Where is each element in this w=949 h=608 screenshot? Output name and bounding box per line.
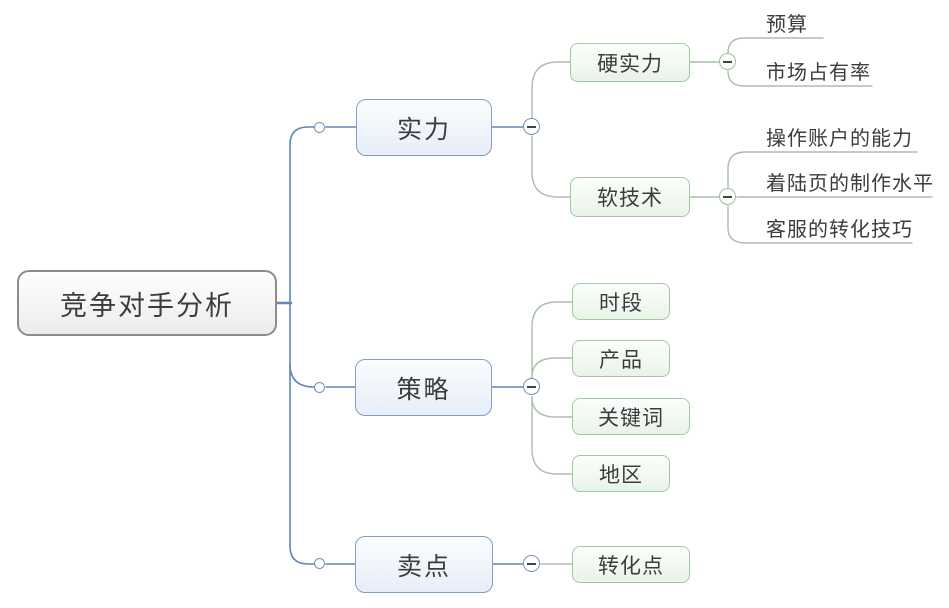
collapse-minus-icon-selling-point[interactable] <box>523 555 540 572</box>
topic-strength-label: 实力 <box>396 115 451 144</box>
topic-budget[interactable]: 预算 <box>766 13 808 37</box>
topic-time-slot[interactable]: 时段 <box>572 283 670 320</box>
topic-root-label: 竞争对手分析 <box>60 290 234 321</box>
topic-strategy-label: 策略 <box>396 375 451 404</box>
minus-icon <box>527 562 536 565</box>
topic-product[interactable]: 产品 <box>572 340 670 377</box>
minus-icon <box>723 195 732 198</box>
topic-soft-skill-label: 软技术 <box>597 187 663 210</box>
topic-account-ability-label: 操作账户的能力 <box>766 128 913 150</box>
topic-soft-skill[interactable]: 软技术 <box>570 177 690 217</box>
topic-strength[interactable]: 实力 <box>356 99 492 156</box>
topic-selling-point[interactable]: 卖点 <box>355 536 493 593</box>
topic-product-label: 产品 <box>599 348 643 372</box>
collapse-minus-icon-hard-strength[interactable] <box>719 53 736 70</box>
topic-market-share[interactable]: 市场占有率 <box>766 61 871 85</box>
topic-selling-point-label: 卖点 <box>396 552 451 581</box>
branch-joint-dot <box>314 558 325 569</box>
topic-hard-strength[interactable]: 硬实力 <box>570 43 690 82</box>
topic-region-label: 地区 <box>599 463 643 487</box>
minus-icon <box>527 385 536 388</box>
topic-keyword-label: 关键词 <box>598 406 664 430</box>
topic-account-ability[interactable]: 操作账户的能力 <box>766 127 913 151</box>
topic-market-share-label: 市场占有率 <box>766 62 871 84</box>
collapse-minus-icon-strategy[interactable] <box>523 378 540 395</box>
collapse-minus-icon-strength[interactable] <box>523 118 540 135</box>
topic-landing-page-label: 着陆页的制作水平 <box>766 173 934 195</box>
topic-time-slot-label: 时段 <box>599 291 643 315</box>
topic-conversion-point[interactable]: 转化点 <box>572 546 690 583</box>
topic-root[interactable]: 竞争对手分析 <box>17 270 277 336</box>
branch-joint-dot <box>314 382 325 393</box>
topic-service-conversion[interactable]: 客服的转化技巧 <box>766 218 913 242</box>
topic-strategy[interactable]: 策略 <box>355 359 492 416</box>
minus-icon <box>723 60 732 63</box>
minus-icon <box>527 125 536 128</box>
branch-joint-dot <box>314 122 325 133</box>
topic-hard-strength-label: 硬实力 <box>597 52 663 76</box>
topic-landing-page[interactable]: 着陆页的制作水平 <box>766 172 934 196</box>
topic-keyword[interactable]: 关键词 <box>572 398 690 435</box>
topic-budget-label: 预算 <box>766 14 808 36</box>
topic-conversion-point-label: 转化点 <box>598 554 664 578</box>
topic-region[interactable]: 地区 <box>572 455 670 492</box>
collapse-minus-icon-soft-skill[interactable] <box>719 188 736 205</box>
topic-service-conversion-label: 客服的转化技巧 <box>766 219 913 241</box>
